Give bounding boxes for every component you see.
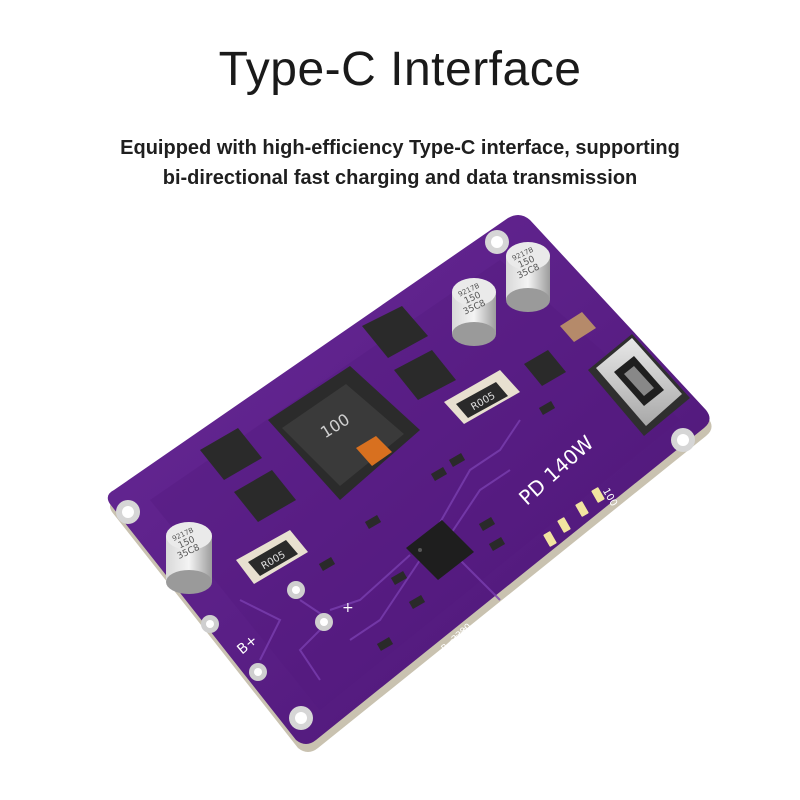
subtitle-line-1: Equipped with high-efficiency Type-C int… bbox=[120, 137, 680, 159]
inductor: 100 bbox=[268, 366, 420, 500]
led bbox=[575, 501, 589, 517]
shunt-resistor-bottom: R005 bbox=[236, 530, 308, 584]
mosfet bbox=[394, 350, 456, 400]
capacitor: 9217B 150 35C8 bbox=[452, 278, 496, 346]
battery-terminals: + B+ bbox=[201, 581, 354, 681]
led bbox=[557, 517, 571, 533]
terminal-pad bbox=[201, 615, 219, 633]
capacitor: 9217B 150 35C8 bbox=[506, 242, 550, 312]
mounting-holes bbox=[116, 230, 695, 730]
terminal-pad bbox=[315, 613, 333, 631]
smd-chip bbox=[560, 312, 596, 342]
subtitle-line-2: bi-directional fast charging and data tr… bbox=[162, 167, 638, 189]
mosfets bbox=[200, 306, 566, 522]
terminal-pad bbox=[287, 581, 305, 599]
pcb-board bbox=[107, 214, 712, 752]
mosfet bbox=[524, 350, 566, 386]
mounting-hole bbox=[116, 500, 140, 524]
mounting-hole bbox=[485, 230, 509, 254]
led bbox=[591, 487, 605, 503]
led bbox=[543, 531, 557, 547]
mosfet bbox=[200, 428, 262, 480]
smd-components bbox=[318, 401, 556, 651]
controller-ic bbox=[406, 520, 474, 580]
plus-marker: + bbox=[342, 600, 354, 616]
capacitor: 9217B 150 35C8 bbox=[166, 522, 212, 594]
mosfet bbox=[362, 306, 428, 358]
mounting-hole bbox=[671, 428, 695, 452]
shunt-resistor-top: R005 bbox=[444, 370, 520, 424]
usb-c-port bbox=[588, 334, 690, 436]
page-subtitle: Equipped with high-efficiency Type-C int… bbox=[0, 133, 800, 193]
mounting-hole bbox=[289, 706, 313, 730]
pcb-traces bbox=[239, 419, 521, 681]
page-title: Type-C Interface bbox=[218, 43, 582, 96]
terminal-pad bbox=[249, 663, 267, 681]
mosfet bbox=[234, 470, 296, 522]
